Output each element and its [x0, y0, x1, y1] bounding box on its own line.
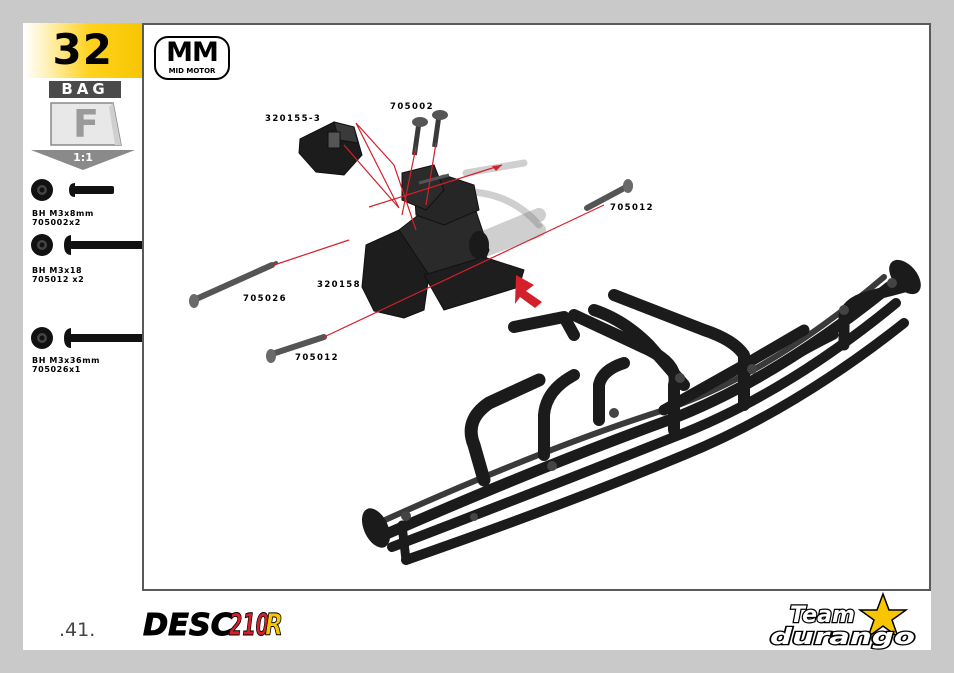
svg-text:durango: durango — [770, 625, 915, 650]
callout-705012-top: 705012 — [610, 203, 654, 213]
callout-705012-bottom: 705012 — [295, 353, 339, 363]
callout-705002: 705002 — [390, 102, 434, 112]
callout-320155-3: 320155-3 — [265, 114, 322, 124]
scale-arrow-icon — [31, 150, 135, 170]
callout-320158: 320158 — [317, 280, 361, 290]
screw-m3x18-icon — [31, 234, 154, 256]
svg-text:210: 210 — [229, 608, 269, 643]
bag-label: BAG — [49, 81, 121, 98]
scale-label: 1:1 — [73, 151, 93, 164]
step-number: 32 — [52, 25, 113, 74]
bag-icon: F — [47, 99, 125, 149]
svg-text:DESC: DESC — [143, 608, 233, 643]
illustration-frame: MM MID MOTOR — [142, 23, 931, 591]
callout-705026: 705026 — [243, 294, 287, 304]
assembly-illustration — [189, 110, 921, 565]
page-number: .41. — [59, 619, 96, 641]
svg-text:Team: Team — [790, 603, 855, 628]
svg-text:R: R — [265, 608, 283, 643]
team-durango-logo: Team durango — [769, 592, 916, 650]
mid-motor-badge: MM MID MOTOR — [154, 36, 230, 80]
bag-letter: F — [73, 102, 99, 146]
screw-m3x8-icon — [31, 179, 114, 201]
step-number-box: 32 — [23, 23, 143, 78]
desc210r-logo: DESC 210 R — [143, 608, 284, 644]
